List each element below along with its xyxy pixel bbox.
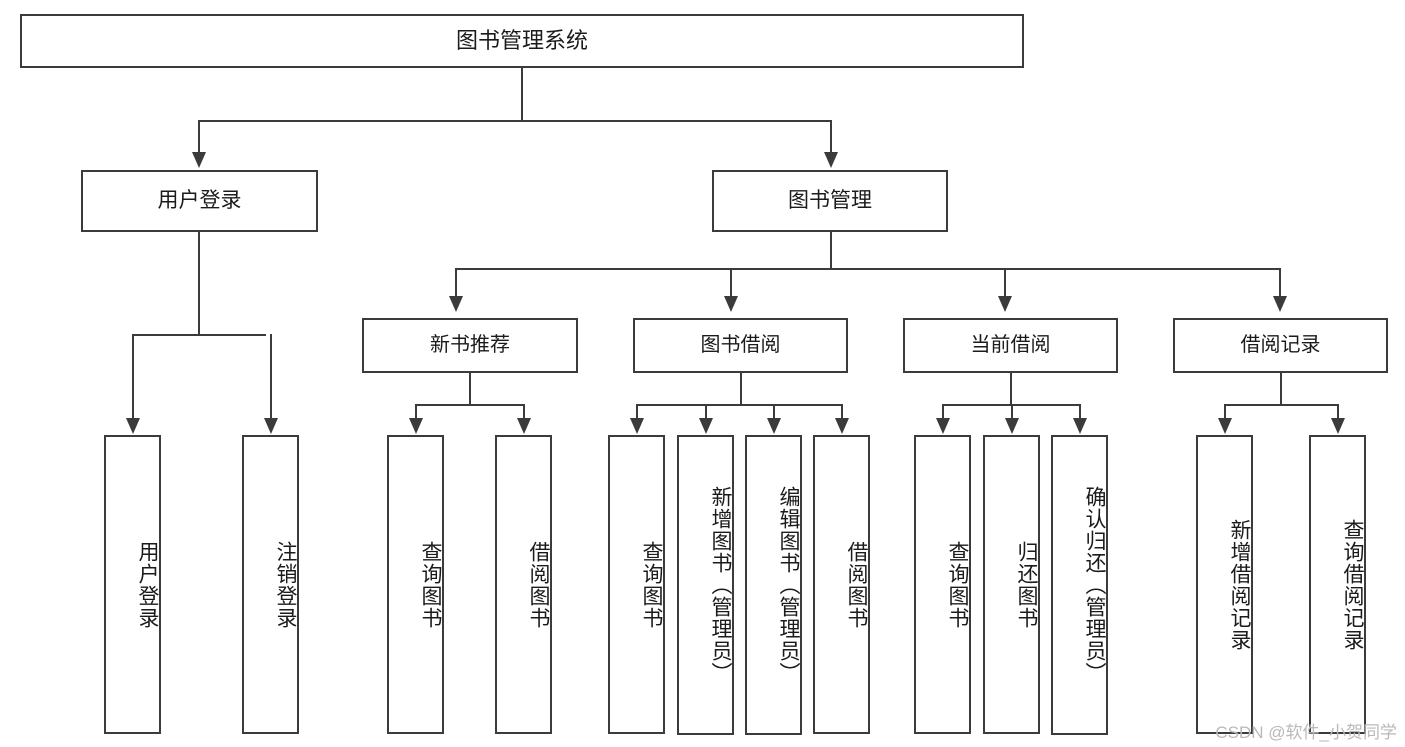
node-label: 查询借阅记录 — [1341, 518, 1364, 651]
node-leaf-add-borrow-record[interactable]: 新增借阅记录 — [1196, 435, 1253, 734]
edge-book-borrow-drop-4 — [841, 404, 843, 420]
edge-current-borrow-drop-2 — [1011, 404, 1013, 420]
node-leaf-user-login[interactable]: 用户登录 — [104, 435, 161, 734]
arrow-to-borrow-record — [1273, 296, 1287, 312]
node-label: 注销登录 — [274, 540, 297, 629]
node-label: 借阅图书 — [845, 540, 868, 629]
node-leaf-query-book-current[interactable]: 查询图书 — [914, 435, 971, 734]
edge-new-book-drop-2 — [523, 404, 525, 420]
edge-level3-bus — [455, 268, 1281, 270]
node-label: 新增图书（管理员） — [709, 486, 732, 684]
edge-root-drop-2 — [830, 120, 832, 154]
node-leaf-return-book[interactable]: 归还图书 — [983, 435, 1040, 734]
watermark-text: CSDN @软件_小贺同学 — [1215, 723, 1397, 742]
node-label: 查询图书 — [419, 540, 442, 629]
node-label: 借阅记录 — [1240, 333, 1321, 356]
edge-new-book-trunk — [469, 373, 471, 406]
node-label: 图书管理系统 — [455, 28, 588, 54]
edge-borrow-record-trunk — [1280, 373, 1282, 406]
node-leaf-borrow-book-recommend[interactable]: 借阅图书 — [495, 435, 552, 734]
edge-level3-drop-4 — [1279, 268, 1281, 298]
edge-level3-drop-3 — [1004, 268, 1006, 298]
node-label: 归还图书 — [1015, 540, 1038, 629]
node-label: 编辑图书（管理员） — [777, 486, 800, 684]
arrow-book-borrow-to-edit — [767, 418, 781, 434]
edge-root-bus — [198, 120, 832, 122]
node-label: 借阅图书 — [527, 540, 550, 629]
edge-book-borrow-trunk — [740, 373, 742, 406]
arrow-to-book-borrow — [724, 296, 738, 312]
arrow-current-borrow-to-query — [936, 418, 950, 434]
node-leaf-edit-book-admin[interactable]: 编辑图书（管理员） — [745, 435, 802, 735]
edge-book-borrow-bus — [636, 404, 842, 406]
arrow-borrow-record-to-query — [1331, 418, 1345, 434]
node-root-book-management-system[interactable]: 图书管理系统 — [20, 14, 1024, 68]
edge-borrow-record-drop-1 — [1224, 404, 1226, 420]
edge-user-login-bus — [132, 334, 266, 336]
edge-current-borrow-drop-3 — [1079, 404, 1081, 420]
edge-book-management-trunk — [830, 232, 832, 270]
node-leaf-logout[interactable]: 注销登录 — [242, 435, 299, 734]
node-label: 查询图书 — [946, 540, 969, 629]
node-label: 确认归还（管理员） — [1083, 486, 1106, 684]
node-label: 当前借阅 — [970, 333, 1051, 356]
node-leaf-query-book[interactable]: 查询图书 — [608, 435, 665, 734]
arrow-book-borrow-to-query — [630, 418, 644, 434]
arrow-root-to-user-login — [192, 152, 206, 168]
edge-level3-drop-2 — [730, 268, 732, 298]
node-label: 新书推荐 — [430, 333, 510, 356]
edge-level3-drop-1 — [455, 268, 457, 298]
node-label: 图书管理 — [788, 188, 872, 212]
node-label: 用户登录 — [157, 188, 242, 212]
edge-new-book-drop-1 — [415, 404, 417, 420]
arrow-new-book-to-borrow — [517, 418, 531, 434]
edge-root-drop-1 — [198, 120, 200, 154]
node-borrow-record[interactable]: 借阅记录 — [1173, 318, 1388, 373]
arrow-user-login-to-logout — [264, 418, 278, 434]
edge-current-borrow-drop-1 — [942, 404, 944, 420]
node-book-borrow[interactable]: 图书借阅 — [633, 318, 848, 373]
node-current-borrow[interactable]: 当前借阅 — [903, 318, 1118, 373]
arrow-new-book-to-query — [409, 418, 423, 434]
edge-user-login-drop-1 — [132, 334, 134, 420]
node-label: 新增借阅记录 — [1228, 518, 1251, 651]
edge-book-borrow-drop-3 — [773, 404, 775, 420]
node-label: 图书借阅 — [700, 333, 781, 356]
edge-user-login-trunk — [198, 232, 200, 336]
arrow-current-borrow-to-return — [1005, 418, 1019, 434]
edge-current-borrow-trunk — [1010, 373, 1012, 406]
arrow-user-login-to-login — [126, 418, 140, 434]
node-leaf-confirm-return-admin[interactable]: 确认归还（管理员） — [1051, 435, 1108, 735]
arrow-root-to-book-management — [824, 152, 838, 168]
node-leaf-query-book-recommend[interactable]: 查询图书 — [387, 435, 444, 734]
node-label: 查询图书 — [640, 540, 663, 629]
node-user-login[interactable]: 用户登录 — [81, 170, 318, 232]
arrow-borrow-record-to-add — [1218, 418, 1232, 434]
arrow-book-borrow-to-add — [699, 418, 713, 434]
arrow-current-borrow-to-confirm — [1073, 418, 1087, 434]
node-leaf-borrow-book[interactable]: 借阅图书 — [813, 435, 870, 734]
edge-borrow-record-bus — [1224, 404, 1338, 406]
node-book-management[interactable]: 图书管理 — [712, 170, 948, 232]
edge-book-borrow-drop-1 — [636, 404, 638, 420]
edge-book-borrow-drop-2 — [705, 404, 707, 420]
edge-new-book-bus — [415, 404, 525, 406]
node-leaf-query-borrow-record[interactable]: 查询借阅记录 — [1309, 435, 1366, 734]
node-label: 用户登录 — [136, 540, 159, 629]
edge-user-login-drop-2 — [270, 334, 272, 420]
node-new-book-recommend[interactable]: 新书推荐 — [362, 318, 578, 373]
edge-root-trunk — [521, 68, 523, 122]
node-leaf-add-book-admin[interactable]: 新增图书（管理员） — [677, 435, 734, 735]
arrow-book-borrow-to-borrow — [835, 418, 849, 434]
arrow-to-current-borrow — [998, 296, 1012, 312]
edge-borrow-record-drop-2 — [1337, 404, 1339, 420]
arrow-to-new-book-recommend — [449, 296, 463, 312]
